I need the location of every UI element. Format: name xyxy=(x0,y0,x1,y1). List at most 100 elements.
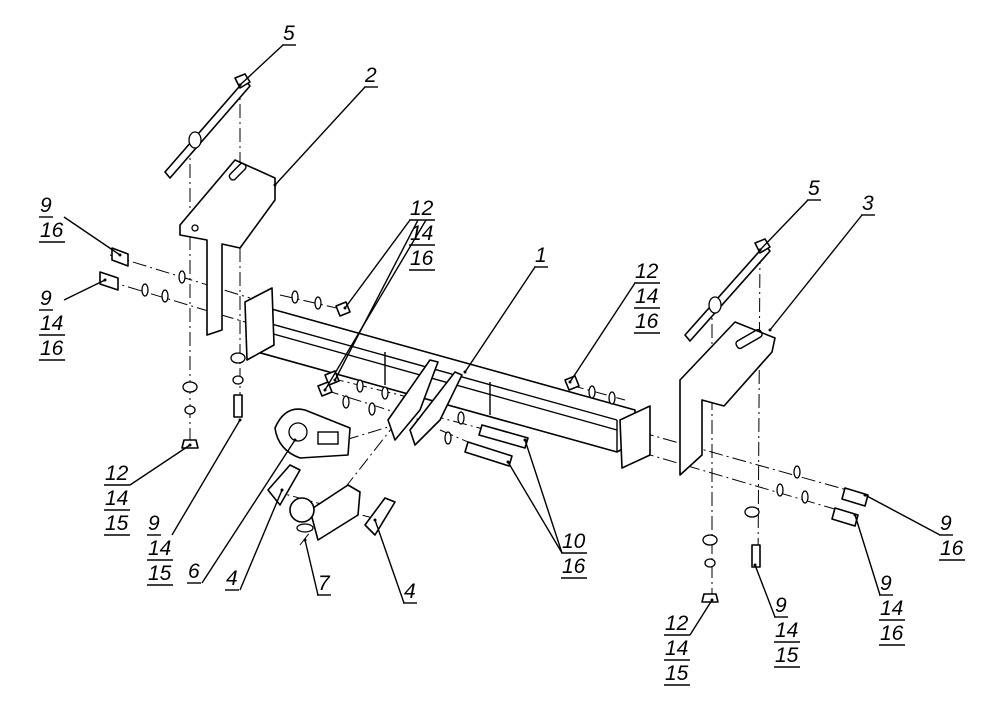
leader-dot xyxy=(523,438,527,442)
leader-dot xyxy=(188,443,192,447)
leader-line xyxy=(374,519,405,604)
callout-number: 14 xyxy=(410,222,433,245)
leader-line xyxy=(569,282,636,383)
callout-number: 9 xyxy=(940,512,952,535)
callout-number: 12 xyxy=(105,462,129,485)
leader-line xyxy=(689,599,713,636)
plate-5-right xyxy=(684,238,771,342)
leader-dot xyxy=(768,328,772,332)
leader-line xyxy=(769,214,863,331)
leader-line xyxy=(239,489,283,591)
callout-number: 16 xyxy=(940,537,964,560)
callout-number: 16 xyxy=(40,337,64,360)
leader-line xyxy=(754,564,776,618)
left-bracket xyxy=(179,159,276,336)
callout-side-plate: 4 xyxy=(373,518,417,604)
callout-number: 9 xyxy=(40,287,52,310)
callout-number: 12 xyxy=(665,612,689,635)
leader-dot xyxy=(293,438,297,442)
callout-number: 14 xyxy=(880,597,903,620)
leader-dot xyxy=(373,518,377,522)
callout-number: 14 xyxy=(148,537,171,560)
leader-dot xyxy=(238,418,242,422)
callout-socket-plate: 6 xyxy=(187,438,297,584)
leader-line xyxy=(171,419,241,536)
leader-line xyxy=(239,44,284,86)
callout-plate: 5 xyxy=(238,22,296,87)
callout-number: 4 xyxy=(404,580,416,603)
leader-dot xyxy=(303,538,307,542)
leader-line xyxy=(63,279,106,301)
callout-number: 14 xyxy=(775,619,798,642)
callout-number: 15 xyxy=(105,512,129,535)
leader-dot xyxy=(323,388,327,392)
leader-dot xyxy=(710,598,714,602)
callout-side-plate: 4 xyxy=(225,488,284,591)
callout-number: 14 xyxy=(665,637,688,660)
callout-number: 15 xyxy=(148,562,172,585)
callout-number: 14 xyxy=(40,312,63,335)
callout-plate: 5 xyxy=(758,177,821,252)
callout-number: 9 xyxy=(775,594,787,617)
callout-right-bracket: 3 xyxy=(768,192,875,332)
callout-number: 1 xyxy=(535,244,547,267)
callout-number: 9 xyxy=(880,572,892,595)
leader-dot xyxy=(238,83,242,87)
callout-tow-ball: 7 xyxy=(303,538,331,596)
socket-plate xyxy=(274,408,351,459)
leader-dot xyxy=(753,563,757,567)
callout-left-bracket: 2 xyxy=(273,64,378,187)
callout-number: 14 xyxy=(635,285,658,308)
callout-number: 3 xyxy=(862,192,874,215)
leader-line xyxy=(324,219,427,391)
callout-number: 15 xyxy=(775,644,799,667)
callout-number: 15 xyxy=(665,662,689,685)
leader-dot xyxy=(863,493,867,497)
leader-dot xyxy=(343,306,347,310)
right-bracket xyxy=(679,321,776,476)
leader-dot xyxy=(506,460,510,464)
callout-number: 16 xyxy=(635,310,659,333)
leader-line xyxy=(464,266,536,373)
fasteners xyxy=(99,247,869,603)
leader-dot xyxy=(463,370,467,374)
leader-line xyxy=(344,219,411,309)
leader-line xyxy=(524,439,563,554)
callout-number: 14 xyxy=(105,487,128,510)
leader-dot xyxy=(273,183,277,187)
leader-dot xyxy=(118,253,122,257)
leader-dot xyxy=(333,378,337,382)
leader-dot xyxy=(758,248,762,252)
leader-line xyxy=(507,461,563,554)
leader-line xyxy=(854,514,881,596)
leader-line xyxy=(304,539,319,596)
callout-number: 16 xyxy=(40,219,64,242)
callout-number: 5 xyxy=(808,177,820,200)
callout-number: 5 xyxy=(283,22,295,45)
callout-number: 9 xyxy=(148,512,160,535)
callout-number: 12 xyxy=(635,260,659,283)
side-plates xyxy=(267,464,396,536)
leader-line xyxy=(63,216,121,256)
callout-number: 2 xyxy=(364,64,377,87)
leader-line xyxy=(334,219,419,381)
callout-number: 7 xyxy=(318,572,331,595)
leader-line xyxy=(274,86,366,186)
callout-number: 4 xyxy=(226,567,238,590)
leader-line xyxy=(864,494,941,536)
callout-number: 16 xyxy=(562,555,586,578)
crossbeam xyxy=(244,287,651,469)
leader-line xyxy=(129,444,191,486)
callout-number: 10 xyxy=(562,530,586,553)
